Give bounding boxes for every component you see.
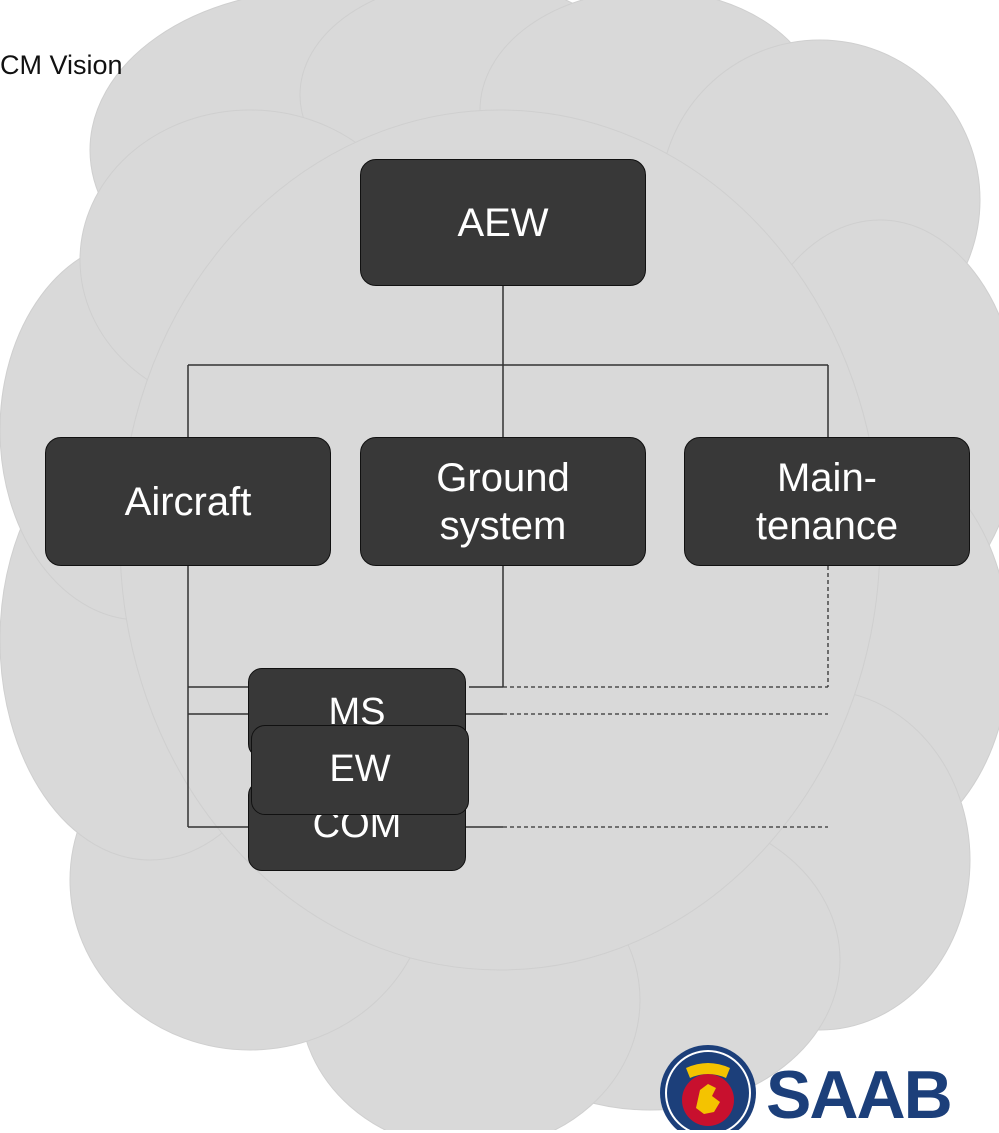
saab-emblem-icon: [660, 1045, 756, 1130]
page-title: CM Vision: [0, 50, 123, 80]
node-aircraft: Aircraft: [45, 437, 331, 566]
maintenance-dashed-connectors: [503, 566, 829, 828]
tree-connectors: [187, 286, 829, 828]
node-maintenance: Main- tenance: [684, 437, 970, 566]
node-ew: EW: [251, 725, 469, 815]
node-aew: AEW: [360, 159, 646, 286]
saab-wordmark: SAAB: [766, 1057, 953, 1133]
node-ground-system: Ground system: [360, 437, 646, 566]
